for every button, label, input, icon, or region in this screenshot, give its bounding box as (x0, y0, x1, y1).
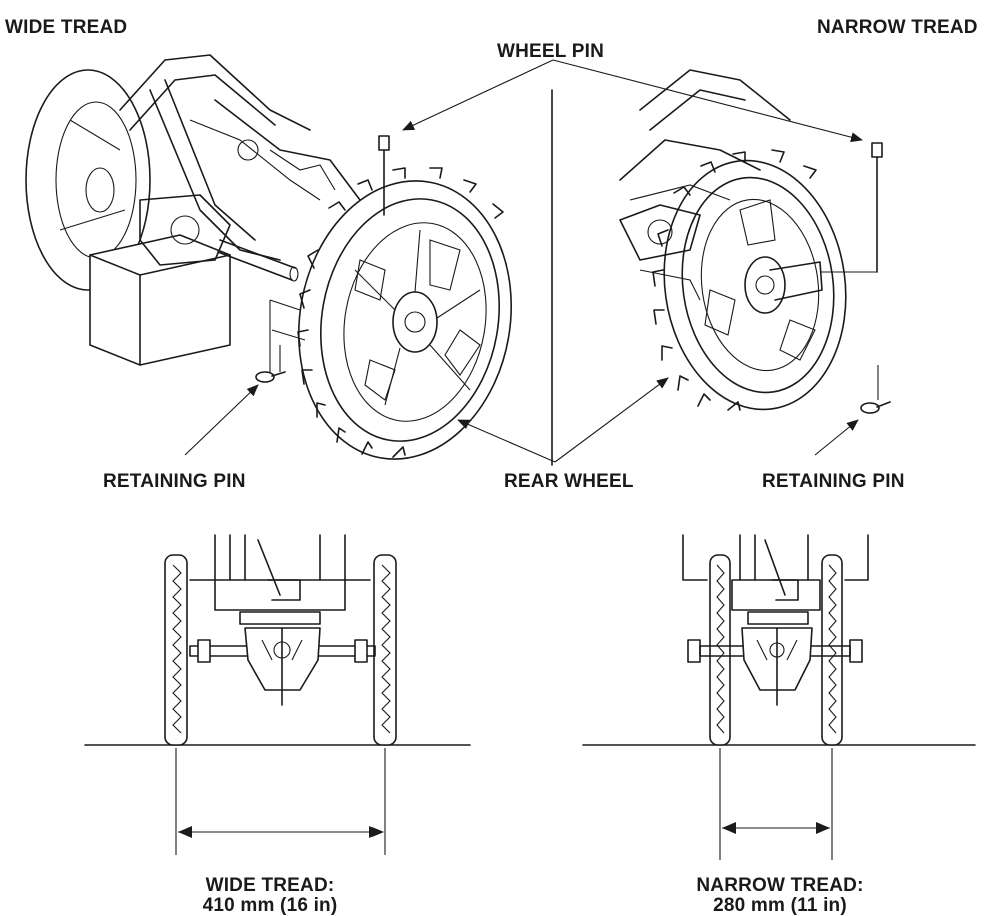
narrow-tread-rear-view (582, 534, 976, 746)
wide-tread-perspective-view (25, 54, 513, 460)
retaining-pin-label-right: RETAINING PIN (762, 471, 905, 492)
narrow-tread-dimension-value: 280 mm (11 in) (713, 895, 847, 916)
rear-wheel-right (652, 149, 847, 411)
rear-wheel-left (297, 167, 513, 460)
wide-tread-dimension-title: WIDE TREAD: (205, 875, 335, 896)
rear-wheel-label: REAR WHEEL (504, 471, 634, 492)
retaining-pin-label-left: RETAINING PIN (103, 471, 246, 492)
narrow-tread-perspective-view (619, 69, 891, 414)
leader-lines (184, 59, 863, 463)
narrow-tread-heading: NARROW TREAD (817, 17, 978, 38)
wide-tread-dimension-value: 410 mm (16 in) (202, 895, 338, 916)
wide-tread-dimension (175, 748, 386, 855)
narrow-tread-dimension (719, 748, 833, 860)
narrow-tread-dimension-title: NARROW TREAD: (696, 875, 864, 896)
wide-tread-rear-view (84, 534, 471, 746)
wide-tread-heading: WIDE TREAD (5, 17, 128, 38)
wheel-pin-label: WHEEL PIN (497, 41, 605, 62)
